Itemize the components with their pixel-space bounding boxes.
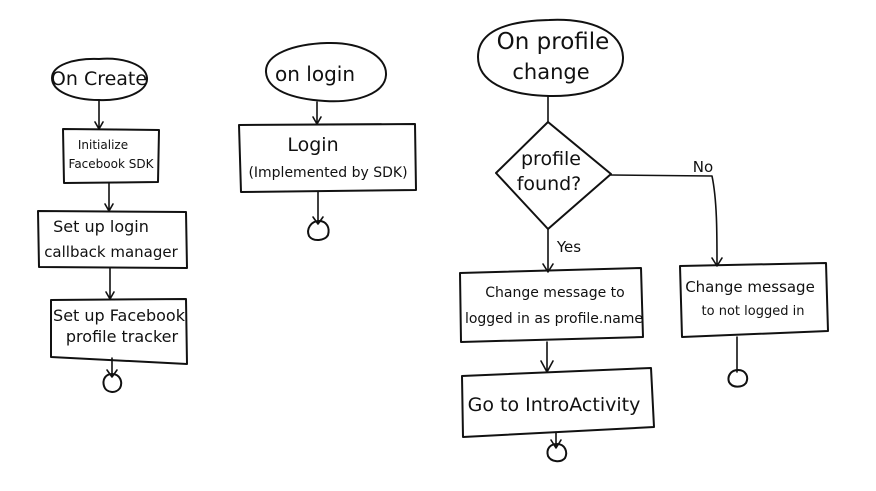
on-create-connector-4 [106, 357, 118, 378]
on-create-step3-line1: Set up Facebook [53, 306, 186, 325]
on-create-start-oval [51, 57, 149, 102]
yes-step1-line1: Change message to [485, 285, 624, 301]
on-create-step1-box [62, 128, 160, 184]
on-create-start-label: On Create [51, 68, 147, 90]
on-login-step1-line1: Login [287, 134, 338, 156]
on-create-connector-2 [104, 182, 114, 212]
on-create-step3-box [50, 298, 188, 365]
on-login-connector-2 [312, 191, 324, 225]
decision-line2: found? [517, 173, 582, 195]
no-step1-box [679, 262, 829, 338]
yes-step1-box [459, 267, 644, 343]
no-step1-line1: Change message [685, 278, 815, 296]
no-step1-line2: to not logged in [702, 304, 805, 319]
on-create-step2-line2: callback manager [44, 243, 178, 261]
decision-line1: profile [521, 148, 581, 170]
profile-change-start-line2: change [512, 60, 589, 84]
on-create-connector-3 [105, 267, 115, 300]
on-create-step2-line1: Set up login [53, 217, 149, 236]
on-create-step3-line2: profile tracker [66, 327, 179, 346]
yes-end-circle [546, 443, 568, 463]
on-create-step1-line1: Initialize [78, 138, 128, 152]
flow-on-create: On Create Initialize Facebook SDK Set up… [37, 57, 188, 393]
on-login-end-circle [307, 220, 330, 241]
on-login-connector-1 [312, 101, 322, 125]
yes-branch-connector [542, 228, 554, 273]
no-label: No [693, 158, 713, 176]
on-create-connector-1 [94, 100, 104, 130]
yes-label: Yes [556, 238, 581, 256]
on-login-start-oval [264, 41, 388, 103]
on-login-step1-box [238, 123, 417, 193]
yes-step2-box [461, 367, 655, 438]
on-login-step1-line2: (Implemented by SDK) [248, 165, 407, 181]
yes-connector-2 [540, 341, 554, 373]
no-branch-connector [610, 174, 723, 267]
on-create-end-circle [102, 373, 123, 393]
yes-step2-label: Go to IntroActivity [468, 394, 641, 416]
yes-step1-line2: logged in as profile.name [465, 311, 643, 327]
flow-on-profile-change: On profile change profile found? Yes Cha… [459, 18, 829, 463]
no-end-circle [727, 369, 749, 388]
flow-on-login: on login Login (Implemented by SDK) [238, 41, 417, 241]
profile-change-start-oval [477, 18, 625, 98]
on-login-start-label: on login [275, 62, 355, 86]
profile-change-start-line1: On profile [497, 29, 610, 55]
on-create-step2-box [37, 210, 188, 269]
on-create-step1-line2: Facebook SDK [69, 157, 155, 171]
